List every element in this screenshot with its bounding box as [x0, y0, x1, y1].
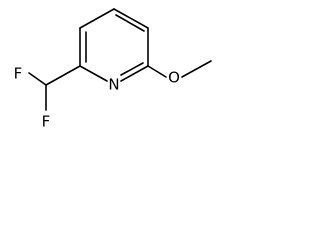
bond-c-f-top	[28, 72, 47, 86]
atom-label-ring-nitrogen: N	[108, 76, 119, 94]
ring-bond-c3-c4	[113, 8, 149, 29]
bond-oxygen-to-methyl	[181, 60, 212, 78]
ring-bond-n-c1	[79, 65, 108, 82]
bond-ring-to-chf2	[45, 65, 81, 86]
chemical-structure-diagram: F F N O	[14, 8, 212, 131]
atom-label-fluorine-top: F	[14, 65, 23, 83]
ring-bond-c5-n	[120, 65, 149, 82]
atom-label-fluorine-bottom: F	[42, 113, 51, 131]
ring-bond-c2-c3	[79, 8, 115, 29]
atom-label-ether-oxygen: O	[168, 69, 180, 87]
ring-double-bond-c5-n-inner	[120, 62, 144, 76]
ring-double-bond-c3-c4-inner	[115, 14, 145, 32]
bond-ring-to-oxygen	[147, 65, 167, 78]
